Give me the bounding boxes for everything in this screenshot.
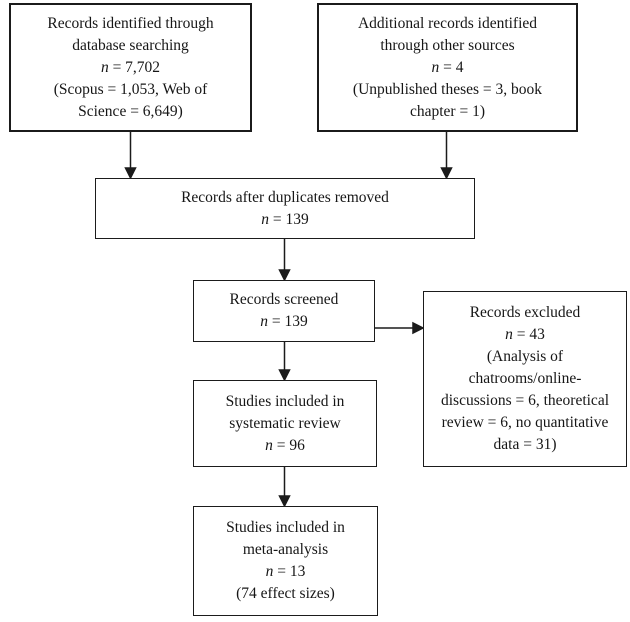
arrowhead-duplicates-to-screened-icon: [278, 269, 291, 282]
text-line: n = 96: [265, 436, 305, 454]
box-records-identified-database: Records identified through database searc…: [9, 3, 252, 132]
text-line: chapter = 1): [409, 102, 485, 120]
text-line: meta-analysis: [242, 541, 329, 558]
text-line: Additional records identified: [357, 14, 538, 32]
text-line: database searching: [72, 36, 189, 54]
text-line: through other sources: [380, 36, 515, 54]
text-line: review = 6, no quantitative: [441, 414, 609, 431]
box-records-screened: Records screened n = 139: [193, 280, 375, 342]
box-studies-meta-analysis: Studies included in meta-analysis n = 13 (7…: [193, 506, 378, 616]
box-records-after-duplicates-removed: Records after duplicates removed n = 139: [95, 178, 475, 239]
arrowhead-other-to-duplicates-icon: [440, 167, 453, 180]
text-line: (74 effect sizes): [236, 585, 335, 602]
text-line: Records excluded: [469, 304, 581, 321]
text-line: (Scopus = 1,053, Web of: [53, 80, 208, 98]
text-line: Records identified through: [47, 14, 214, 32]
text-line: discussions = 6, theoretical: [440, 392, 610, 409]
text-line: Records screened: [229, 291, 339, 308]
arrowhead-screened-to-systematic-icon: [278, 369, 291, 382]
text-line: chatrooms/online-: [468, 370, 582, 387]
text-line: n = 139: [261, 210, 309, 228]
text-line: Science = 6,649): [78, 102, 183, 120]
text-line: Studies included in: [226, 519, 345, 536]
arrowhead-systematic-to-meta-icon: [278, 495, 291, 508]
text-line: Records after duplicates removed: [181, 188, 389, 206]
text-line: n = 139: [260, 313, 308, 330]
text-line: n = 43: [505, 326, 545, 343]
box-additional-records-other-sources: Additional records identified through oth…: [317, 3, 578, 132]
text-line: systematic review: [229, 414, 341, 432]
text-line: data = 31): [493, 436, 557, 453]
box-records-excluded: Records excluded n = 43 (Analysis of chatro…: [423, 291, 627, 467]
text-line: n = 4: [431, 58, 464, 76]
arrowhead-screened-to-excluded-icon: [412, 321, 425, 335]
arrowhead-database-to-duplicates-icon: [124, 167, 137, 180]
text-line: n = 7,702: [100, 58, 161, 76]
box-studies-systematic-review: Studies included in systematic review n = …: [193, 380, 377, 467]
text-line: n = 13: [265, 563, 306, 580]
text-line: (Analysis of: [486, 348, 564, 365]
text-line: Studies included in: [225, 392, 345, 410]
text-line: (Unpublished theses = 3, book: [352, 80, 543, 98]
